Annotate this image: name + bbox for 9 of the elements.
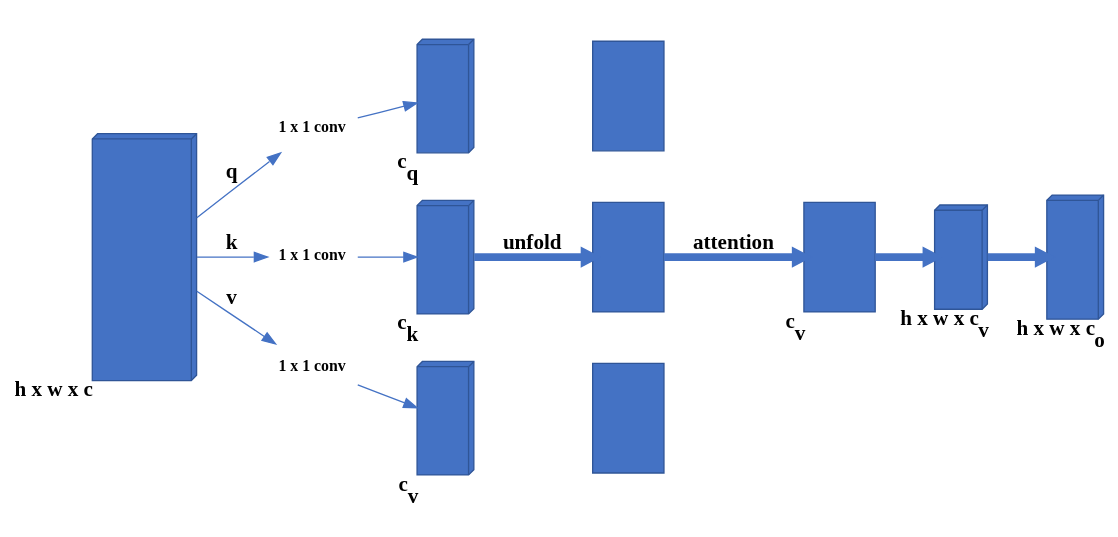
edge-label: unfold: [502, 229, 562, 254]
node-text: 1 x 1 conv: [278, 356, 346, 374]
edge-label: k: [225, 229, 238, 254]
edge-label: attention: [693, 229, 774, 254]
node-text: 1 x 1 conv: [278, 117, 346, 135]
node-text: 1 x 1 conv: [278, 245, 346, 263]
node-label: h x w x c: [14, 376, 93, 401]
edge-label: v: [226, 284, 237, 309]
edge-label: q: [225, 158, 238, 183]
